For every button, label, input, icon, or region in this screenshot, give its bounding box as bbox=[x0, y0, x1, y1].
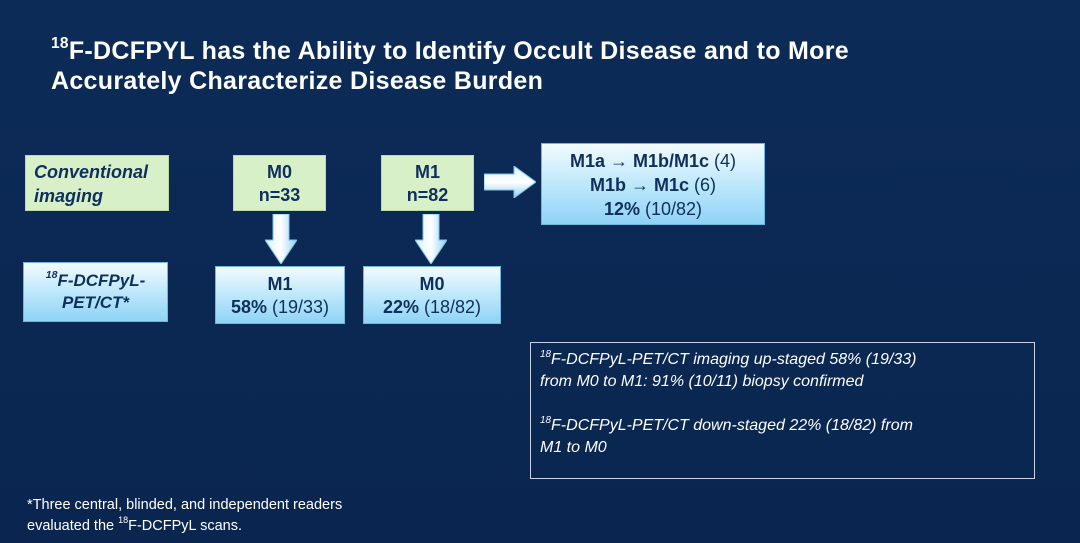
upstage-row3-pct: 12% bbox=[603, 199, 640, 219]
summary-note-box: 18F-DCFPyL-PET/CT imaging up-staged 58% … bbox=[530, 342, 1035, 479]
note-paragraph-downstage: 18F-DCFPyL-PET/CT down-staged 22% (18/82… bbox=[540, 415, 1025, 459]
result1-pct: 58% bbox=[230, 297, 267, 317]
upstage-row3-count: (10/82) bbox=[645, 199, 703, 219]
upstage-row2-stage: M1b → M1c bbox=[589, 175, 689, 195]
slide-title: 18F-DCFPYL has the Ability to Identify O… bbox=[51, 36, 1051, 96]
footnote-line2-pre: evaluated the bbox=[27, 518, 119, 534]
upstage-row1-stage: M1a → M1b/M1c bbox=[569, 151, 710, 171]
pet-label-sup: 18 bbox=[45, 269, 58, 282]
footnote: *Three central, blinded, and independent… bbox=[27, 495, 447, 537]
note-p2-line1: F-DCFPyL-PET/CT down-staged 22% (18/82) … bbox=[551, 417, 913, 434]
footnote-line1: *Three central, blinded, and independent… bbox=[27, 497, 343, 513]
title-line-2: Accurately Characterize Disease Burden bbox=[51, 67, 544, 95]
result2-pct: 22% bbox=[382, 297, 419, 317]
m1-count: n=82 bbox=[406, 185, 449, 205]
note-p1-sup: 18 bbox=[540, 348, 552, 360]
result2-stage: M0 bbox=[419, 274, 445, 294]
footnote-line2-post: F-DCFPyL scans. bbox=[128, 518, 242, 534]
m0-stage: M0 bbox=[266, 162, 292, 182]
note-p2-sup: 18 bbox=[540, 414, 552, 426]
upstage-row1-count: (4) bbox=[714, 151, 737, 171]
pet-label-line-2: PET/CT* bbox=[61, 293, 130, 312]
note-p2-line2: M1 to M0 bbox=[540, 439, 607, 456]
upstage-row2-count: (6) bbox=[694, 175, 717, 195]
m1-box: M1 n=82 bbox=[381, 155, 474, 211]
down-arrow-icon bbox=[265, 214, 297, 264]
title-sup: 18 bbox=[51, 35, 69, 53]
upstage-within-m1-box: M1a → M1b/M1c (4) M1b → M1c (6) 12% (10/… bbox=[541, 143, 765, 225]
pet-label-line-1: F-DCFPyL- bbox=[57, 271, 146, 290]
m0-box: M0 n=33 bbox=[233, 155, 326, 211]
pet-ct-label: 18F-DCFPyL- PET/CT* bbox=[23, 262, 168, 322]
down-arrow-icon bbox=[415, 214, 447, 264]
result1-count: (19/33) bbox=[272, 297, 330, 317]
m0-count: n=33 bbox=[258, 185, 301, 205]
m1-stage: M1 bbox=[414, 162, 440, 182]
note-p1-line1: F-DCFPyL-PET/CT imaging up-staged 58% (1… bbox=[551, 351, 917, 368]
note-p1-line2: from M0 to M1: 91% (10/11) biopsy confir… bbox=[540, 373, 864, 390]
conventional-imaging-text: Conventional imaging bbox=[34, 162, 149, 206]
title-line-1: F-DCFPYL has the Ability to Identify Occ… bbox=[68, 37, 849, 65]
result-m1-to-m0-box: M0 22% (18/82) bbox=[363, 266, 501, 324]
footnote-sup: 18 bbox=[118, 515, 129, 526]
note-paragraph-upstage: 18F-DCFPyL-PET/CT imaging up-staged 58% … bbox=[540, 349, 1025, 393]
result2-count: (18/82) bbox=[424, 297, 482, 317]
right-arrow-icon bbox=[484, 166, 536, 198]
result1-stage: M1 bbox=[267, 274, 293, 294]
result-m0-to-m1-box: M1 58% (19/33) bbox=[215, 266, 345, 324]
conventional-imaging-label: Conventional imaging bbox=[25, 155, 169, 211]
